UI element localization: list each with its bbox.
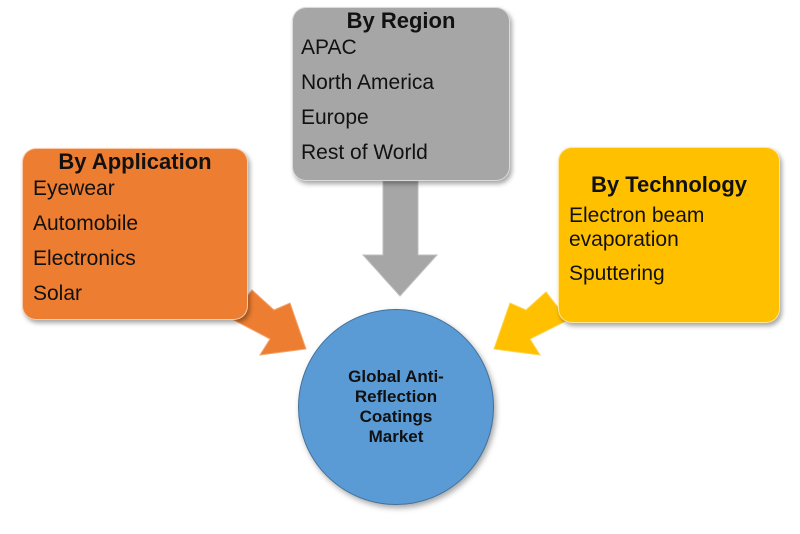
application-item-automobile: Automobile	[33, 212, 139, 235]
region-item-rest-of-world: Rest of World	[301, 141, 428, 164]
center-label: Global Anti-Reflection Coatings Market	[348, 367, 444, 446]
region-item-apac: APAC	[301, 36, 357, 59]
application-arrow	[229, 289, 307, 356]
region-list: APAC North America Europe Rest of World	[293, 36, 509, 165]
application-title: By Application	[58, 149, 212, 174]
region-title: By Region	[346, 8, 456, 33]
technology-list: Electron beam evaporation Sputtering	[559, 204, 779, 286]
technology-item-sputtering: Sputtering	[569, 262, 665, 285]
technology-arrow	[493, 291, 569, 356]
application-item-electronics: Electronics	[33, 247, 136, 270]
application-item-solar: Solar	[33, 282, 83, 305]
region-box: By Region APAC North America Europe Rest…	[292, 7, 510, 181]
application-list: Eyewear Automobile Electronics Solar	[23, 177, 247, 306]
region-item-north-america: North America	[301, 71, 435, 94]
technology-box: By Technology Electron beam evaporation …	[558, 147, 780, 323]
application-item-eyewear: Eyewear	[33, 177, 115, 200]
region-item-europe: Europe	[301, 106, 369, 129]
region-arrow	[361, 180, 439, 297]
application-box: By Application Eyewear Automobile Electr…	[22, 148, 248, 320]
technology-item-electron-beam: Electron beam evaporation	[569, 204, 705, 251]
technology-title: By Technology	[590, 172, 748, 197]
center-circle: Global Anti-Reflection Coatings Market	[298, 309, 494, 505]
